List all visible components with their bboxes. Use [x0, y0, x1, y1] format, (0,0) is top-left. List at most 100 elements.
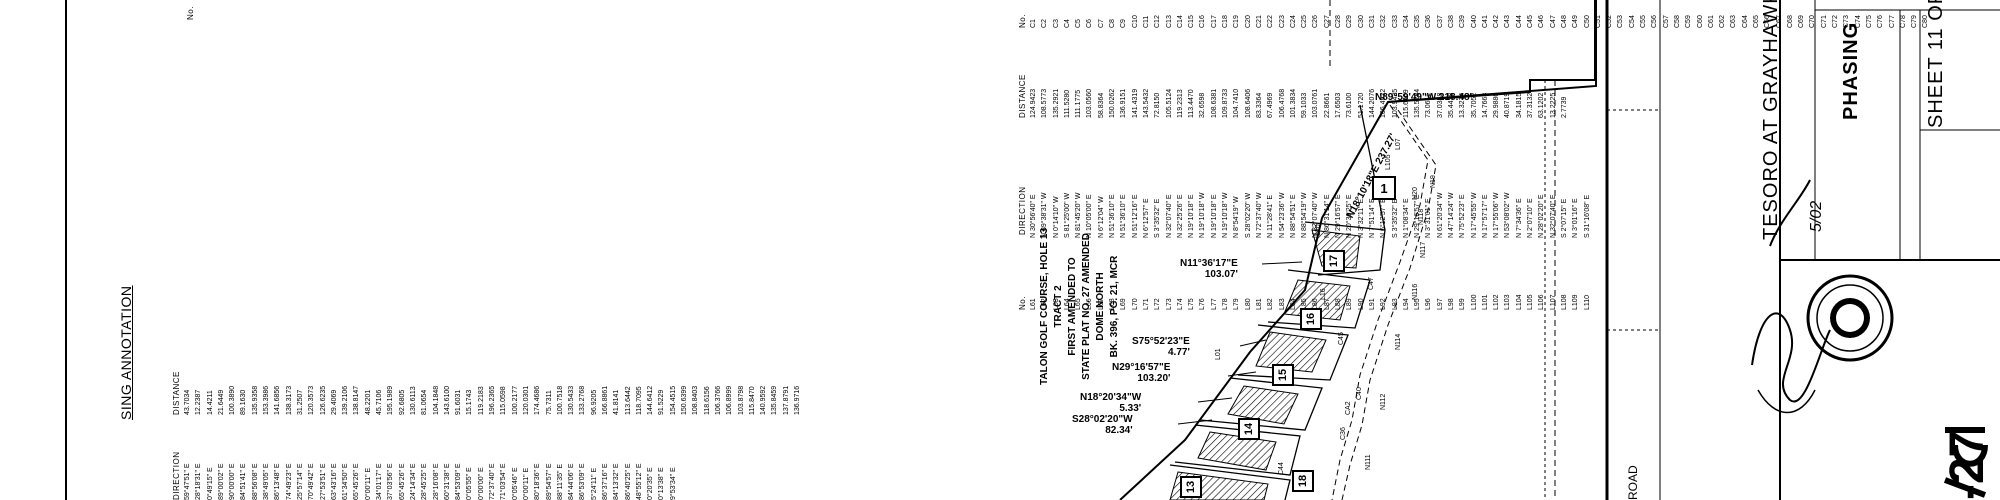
table-cell-distance: 135.2921 [1052, 88, 1060, 118]
table-cell-direction: 86°53'09" E [579, 463, 587, 500]
table-cell-no: C41 [1481, 15, 1489, 28]
table-cell-direction: 90°00'00" E [229, 463, 237, 500]
table-cell-direction: 84°53'09" E [455, 463, 463, 500]
table-cell-distance: 135.9358 [251, 385, 259, 415]
label-n114: N114 [1395, 333, 1402, 350]
table-cell-distance: 106.4768 [1278, 88, 1286, 118]
table-cell-distance: 34.1815 [1515, 92, 1523, 118]
table-cell-no: L76 [1199, 298, 1207, 310]
table-cell-no: C57 [1662, 15, 1670, 28]
table-cell-direction: N 17°45'55" W [1470, 192, 1478, 238]
table-cell-no: C56 [1651, 15, 1659, 28]
table-cell-distance: 100.7518 [556, 385, 564, 415]
table-cell-distance: 81.0654 [421, 389, 429, 415]
table-cell-distance: 139.2106 [342, 385, 350, 415]
table-cell-distance: 63.1202 [1538, 92, 1546, 118]
table-cell-distance: 31.2507 [296, 389, 304, 415]
table-cell-no: C8 [1109, 19, 1117, 28]
table-cell-distance: 67.4969 [1267, 92, 1275, 118]
talon-note-line: TALON GOLF COURSE, HOLE 13 [1039, 227, 1050, 385]
table-cell-distance: 103.8798 [737, 385, 745, 415]
table-cell-no: L98 [1447, 298, 1455, 310]
table-cell-no: C79 [1911, 15, 1919, 28]
talon-note-line: FIRST AMENDED TO [1067, 257, 1078, 356]
table-cell-direction: N 19°10'18" E [1210, 194, 1218, 238]
engineer-seal [1806, 274, 1894, 362]
table-cell-direction: N 86°31'14" E [1323, 194, 1331, 238]
label-c36: C36 [1340, 427, 1347, 440]
table-cell-direction: 88°56'08" E [251, 463, 259, 500]
table-cell-distance: 113.4470 [1188, 89, 1196, 118]
table-cell-no: C61 [1707, 15, 1715, 28]
table-cell-no: C36 [1425, 15, 1433, 28]
table-cell-distance: 59.1033 [1301, 92, 1309, 118]
table-cell-distance: 119.2183 [477, 386, 485, 415]
table-cell-direction: N 32°25'26" E [1176, 194, 1184, 238]
table-cell-direction: 71°03'54" E [500, 463, 508, 500]
table-cell-no: L108 [1560, 294, 1568, 310]
table-cell-no: C39 [1459, 15, 1467, 28]
table-cell-no: L75 [1188, 298, 1196, 310]
table-cell-no: L93 [1391, 298, 1399, 310]
table-cell-distance: 113.6442 [624, 386, 632, 415]
table-cell-no: C20 [1244, 15, 1252, 28]
table-cell-direction: 0°00'11" E [522, 467, 530, 500]
table-cell-distance: 13.2225 [1549, 92, 1557, 118]
table-cell-direction: N 3°31'01" E [1425, 198, 1433, 238]
table-cell-no: C50 [1583, 15, 1591, 28]
table-cell-direction: N 88°54'51" E [1289, 194, 1297, 238]
table-cell-distance: 43.7034 [184, 389, 191, 415]
table-cell-distance: 75.7311 [545, 390, 553, 415]
table-cell-direction: 86°40'25" E [624, 463, 632, 500]
table-cell-no: C62 [1719, 15, 1727, 28]
table-cell-no: C19 [1233, 15, 1241, 28]
label-n116: N116 [1412, 283, 1419, 300]
label-l01: L01 [1215, 348, 1222, 360]
table-cell-direction: N 47°14'24" W [1447, 192, 1455, 238]
lot-14: 14 [1238, 418, 1260, 440]
table-cell-distance: 141.4319 [1131, 88, 1139, 118]
table-cell-no: L104 [1515, 294, 1523, 310]
table-cell-no: C17 [1210, 15, 1218, 28]
table-cell-no: C49 [1572, 15, 1580, 28]
label-n118: N118 [1418, 208, 1425, 225]
table-cell-no: L77 [1210, 298, 1218, 310]
table-cell-direction: 61°34'50" E [342, 463, 350, 500]
table-cell-distance: 108.6381 [1210, 88, 1218, 118]
table-cell-no: L94 [1402, 298, 1410, 310]
table-cell-no: L101 [1481, 294, 1489, 310]
table-cell-no: L92 [1380, 298, 1388, 310]
table-cell-distance: 58.8364 [1097, 92, 1105, 118]
table-cell-no: C29 [1346, 15, 1354, 28]
table-cell-no: L102 [1493, 294, 1501, 310]
table-cell-distance: 14.4211 [206, 390, 214, 415]
table-cell-distance: 133.2768 [579, 385, 587, 415]
table-cell-direction: N 53°08'02" W [1504, 192, 1512, 238]
table-cell-distance: 118.7095 [635, 386, 643, 415]
table-cell-no: L90 [1357, 298, 1365, 310]
table-cell-direction: 84°13'32" E [613, 463, 621, 500]
table-cell-direction: 28°18'31" E [195, 463, 203, 500]
table-cell-no: C24 [1289, 15, 1297, 28]
table-cell-direction: 0°20'35" E [647, 467, 655, 500]
table-cell-direction: 48°55'12" E [635, 463, 643, 500]
label-ca2: CA2 [1345, 401, 1352, 415]
table-cell-distance: 136.9716 [794, 385, 802, 415]
table-cell-direction: 72°37'40" E [489, 463, 497, 500]
table-cell-no: C23 [1278, 15, 1286, 28]
table-cell-no: C71 [1820, 15, 1828, 28]
label-n117: N117 [1420, 241, 1427, 258]
table-cell-direction: 0°05'55" E [466, 467, 474, 500]
drawing-number: -27 [1941, 430, 1994, 500]
table-cell-distance: 138.3173 [285, 385, 293, 415]
table-cell-direction: 24°14'34" E [409, 463, 417, 500]
table-cell-no: C13 [1165, 15, 1173, 28]
table-cell-direction: N 6°12'57" E [1142, 198, 1150, 238]
table-cell-no: L99 [1459, 298, 1467, 310]
table-cell-no: C30 [1357, 15, 1365, 28]
table-cell-direction: N 54°23'36" W [1278, 192, 1286, 238]
